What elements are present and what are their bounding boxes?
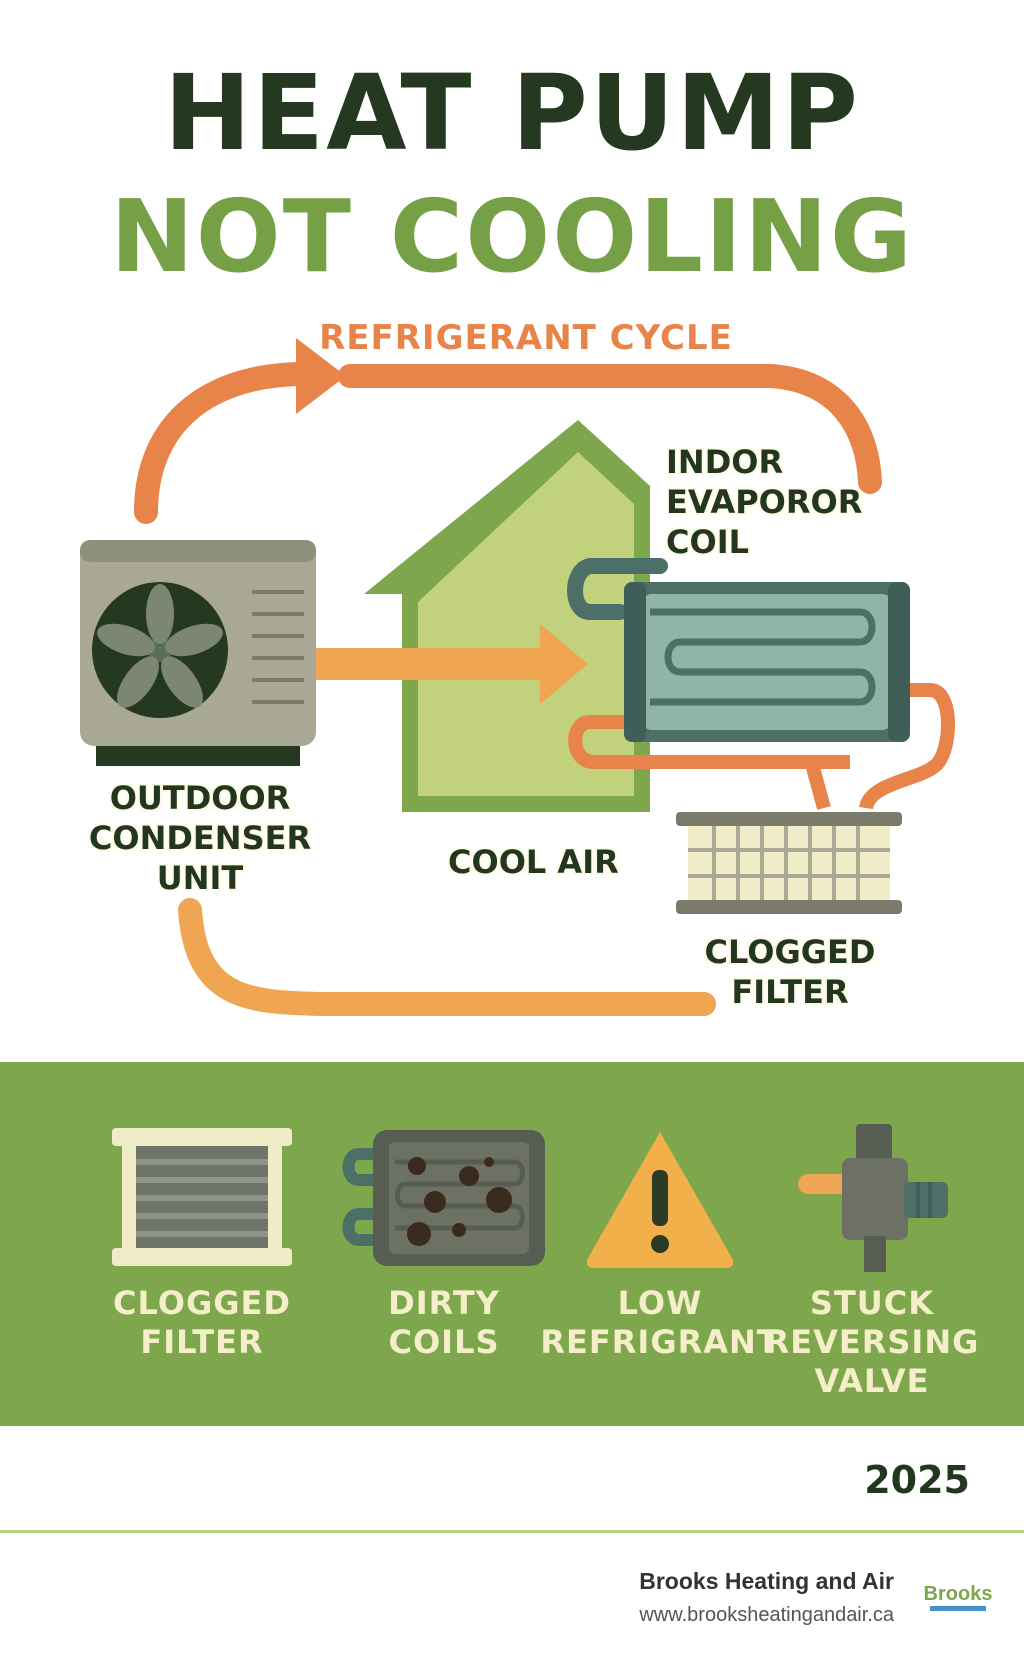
refrigerant-cycle-label: REFRIGERANT CYCLE	[319, 318, 733, 358]
cycle-arrow-bottom	[178, 898, 716, 1016]
cool-air-arrow	[316, 624, 588, 704]
cycle-arrow-head-top	[296, 338, 346, 414]
title-line-2: NOT COOLING	[110, 178, 914, 295]
year-label: 2025	[864, 1458, 970, 1502]
cycle-arrow-top-right	[338, 364, 882, 494]
valve-icon	[798, 1124, 948, 1272]
footer-divider	[0, 1530, 1024, 1533]
outdoor-unit-label: OUTDOOR CONDENSER UNIT	[88, 779, 312, 897]
clogged-filter-icon	[676, 812, 902, 914]
evaporator-coil-icon	[567, 558, 955, 811]
outdoor-unit-icon	[80, 540, 316, 766]
company-name: Brooks Heating and Air	[639, 1568, 894, 1594]
evaporator-coil-label: INDOR EVAPOROR COIL	[666, 443, 863, 561]
company-logo: Brooks	[924, 1583, 993, 1611]
logo-text: Brooks	[924, 1583, 993, 1605]
company-url[interactable]: www.brooksheatingandair.ca	[639, 1604, 894, 1626]
house-icon	[364, 420, 650, 812]
dirty-coil-icon	[342, 1130, 545, 1266]
clogged-filter-label: CLOGGED FILTER	[704, 933, 876, 1011]
title-line-1: HEAT PUMP	[163, 52, 861, 174]
warning-icon	[586, 1132, 734, 1268]
refrigerant-cycle-diagram	[80, 338, 955, 1016]
cycle-arrow-top-left	[134, 362, 312, 524]
filter-icon	[112, 1128, 292, 1266]
cool-air-label: COOL AIR	[448, 843, 619, 881]
